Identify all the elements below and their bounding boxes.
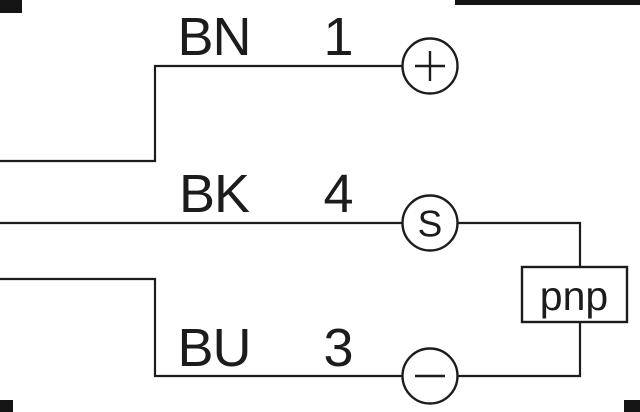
signal-terminal-letter: S — [418, 204, 443, 245]
pnp-output-box — [520, 265, 629, 324]
wire-signal-to-pnp — [458, 221, 582, 267]
crop-mark-bottom-right — [624, 400, 640, 412]
crop-mark-top-right — [455, 0, 640, 5]
wire-bu — [0, 277, 402, 378]
pin-number-4: 4 — [323, 164, 352, 224]
pin-number-1: 1 — [323, 7, 352, 67]
pin-number-3: 3 — [323, 318, 352, 378]
wire-label-bn: BN — [177, 7, 250, 67]
crop-mark-bottom-left — [0, 400, 13, 412]
pnp-output-label: pnp — [540, 273, 608, 319]
wire-minus-to-pnp — [458, 322, 582, 378]
crop-mark-top-left — [0, 0, 22, 13]
wire-label-bk: BK — [179, 164, 250, 224]
wire-label-bu: BU — [177, 318, 250, 378]
wire-bn — [0, 64, 402, 163]
signal-terminal — [401, 194, 459, 252]
plus-icon — [415, 51, 445, 81]
